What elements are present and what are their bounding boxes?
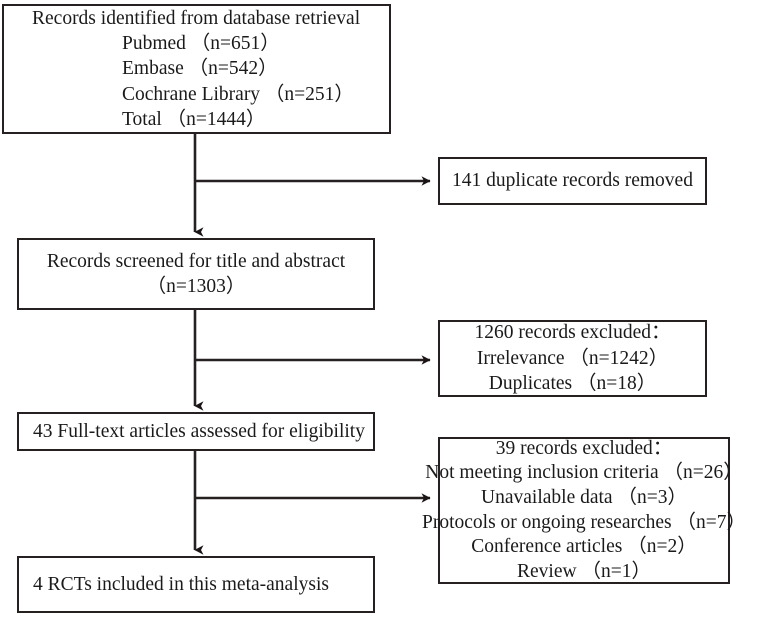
excluded-screening-reason-duplicates: Duplicates （n=18） [488,373,657,395]
box-records-excluded-screening: 1260 records excluded： Irrelevance （n=12… [438,320,707,397]
records-identified-source-pubmed: Pubmed （n=651） [122,32,280,54]
records-identified-source-embase: Embase （n=542） [122,58,278,80]
studies-included-text: 4 RCTs included in this meta-analysis [33,573,329,595]
box-records-identified: Records identified from database retriev… [2,4,391,134]
excluded-fulltext-reason-unavailable-data: Unavailable data （n=3） [481,486,687,508]
box-records-screened: Records screened for title and abstract … [17,238,375,310]
records-identified-source-total: Total （n=1444） [122,109,266,131]
excluded-fulltext-reason-protocols: Protocols or ongoing researches （n=7） [421,511,747,533]
records-identified-heading: Records identified from database retriev… [32,7,361,29]
box-studies-included: 4 RCTs included in this meta-analysis [17,556,375,613]
records-identified-source-cochrane: Cochrane Library （n=251） [122,83,354,105]
box-records-excluded-full-text: 39 records excluded： Not meeting inclusi… [422,437,746,584]
box-duplicate-records-removed: 141 duplicate records removed [438,157,707,205]
full-text-assessed-text: 43 Full-text articles assessed for eligi… [33,420,365,442]
excluded-fulltext-reason-inclusion-criteria: Not meeting inclusion criteria （n=26） [425,462,743,484]
excluded-fulltext-header: 39 records excluded： [495,437,673,459]
excluded-screening-reason-irrelevance: Irrelevance （n=1242） [476,347,669,369]
excluded-fulltext-reason-conference-articles: Conference articles （n=2） [471,536,697,558]
records-screened-text: Records screened for title and abstract [46,250,346,272]
excluded-screening-header: 1260 records excluded： [474,322,671,344]
duplicate-records-removed-text: 141 duplicate records removed [452,170,693,192]
excluded-fulltext-reason-review: Review （n=1） [517,560,651,582]
records-screened-count: （n=1303） [146,276,246,297]
box-full-text-assessed: 43 Full-text articles assessed for eligi… [17,412,375,451]
